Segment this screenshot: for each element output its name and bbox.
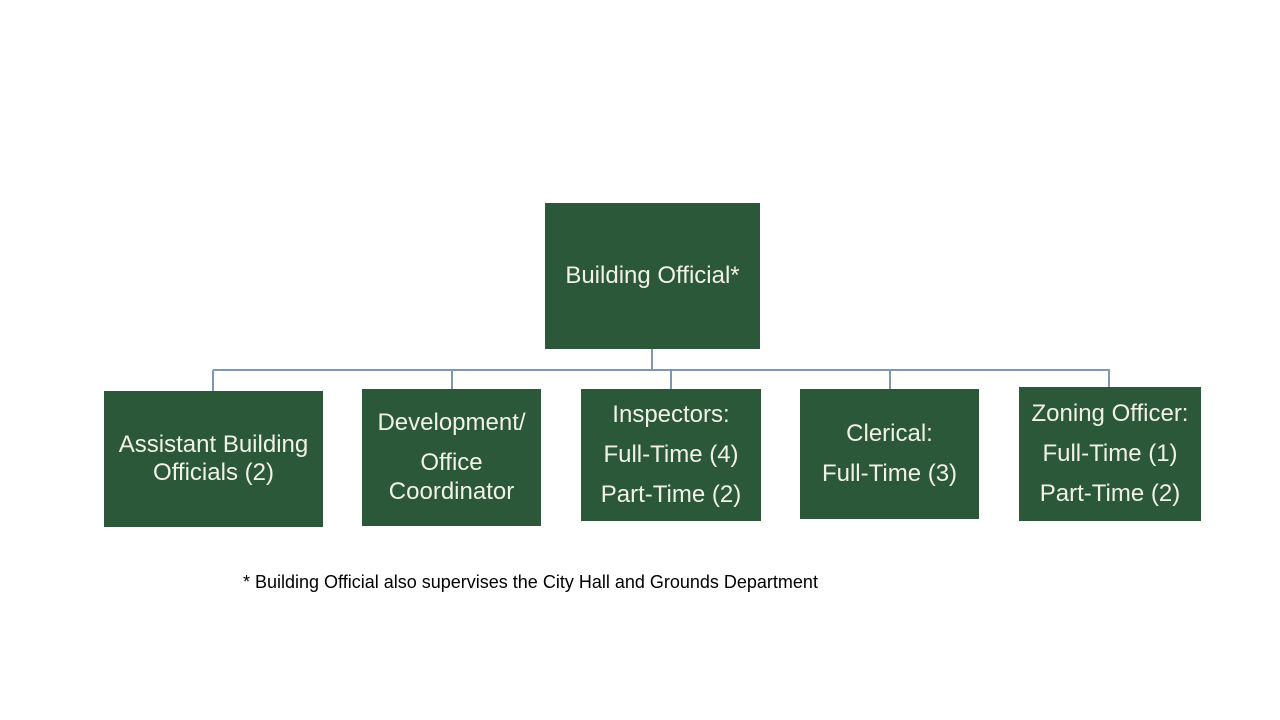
org-node-label: Inspectors:: [612, 400, 730, 428]
connector-drop-assistant: [212, 370, 214, 391]
connector-drop-inspectors: [670, 370, 672, 391]
org-node-label: Development/: [377, 409, 526, 437]
connector-root-stem: [651, 348, 653, 370]
org-node-label: Full-Time (4): [603, 440, 739, 468]
org-node-label: Office Coordinator: [388, 449, 515, 505]
org-node-building-official: Building Official*: [545, 203, 760, 349]
org-node-assistant-building-officials: Assistant Building Officials (2): [104, 391, 323, 527]
org-node-label: Part-Time (2): [1039, 480, 1181, 508]
org-node-label: Full-Time (1): [1042, 439, 1178, 467]
org-node-label: Building Official*: [565, 261, 740, 289]
org-node-label: Full-Time (3): [821, 460, 958, 487]
connector-drop-devcoord: [451, 370, 453, 391]
org-node-zoning-officer: Zoning Officer: Full-Time (1) Part-Time …: [1019, 387, 1201, 521]
org-node-label: Part-Time (2): [600, 481, 742, 509]
org-node-label: Assistant Building Officials (2): [118, 430, 309, 486]
org-node-inspectors: Inspectors: Full-Time (4) Part-Time (2): [581, 389, 761, 521]
connector-drop-zoning: [1108, 370, 1110, 389]
org-node-label: Zoning Officer:: [1031, 399, 1189, 427]
connector-drop-clerical: [889, 370, 891, 391]
org-node-clerical: Clerical: Full-Time (3): [800, 389, 979, 519]
connector-horizontal-rail: [213, 369, 1110, 371]
footnote: * Building Official also supervises the …: [243, 572, 818, 592]
org-node-development-office-coordinator: Development/ Office Coordinator: [362, 389, 541, 526]
org-node-label: Clerical:: [846, 419, 933, 447]
